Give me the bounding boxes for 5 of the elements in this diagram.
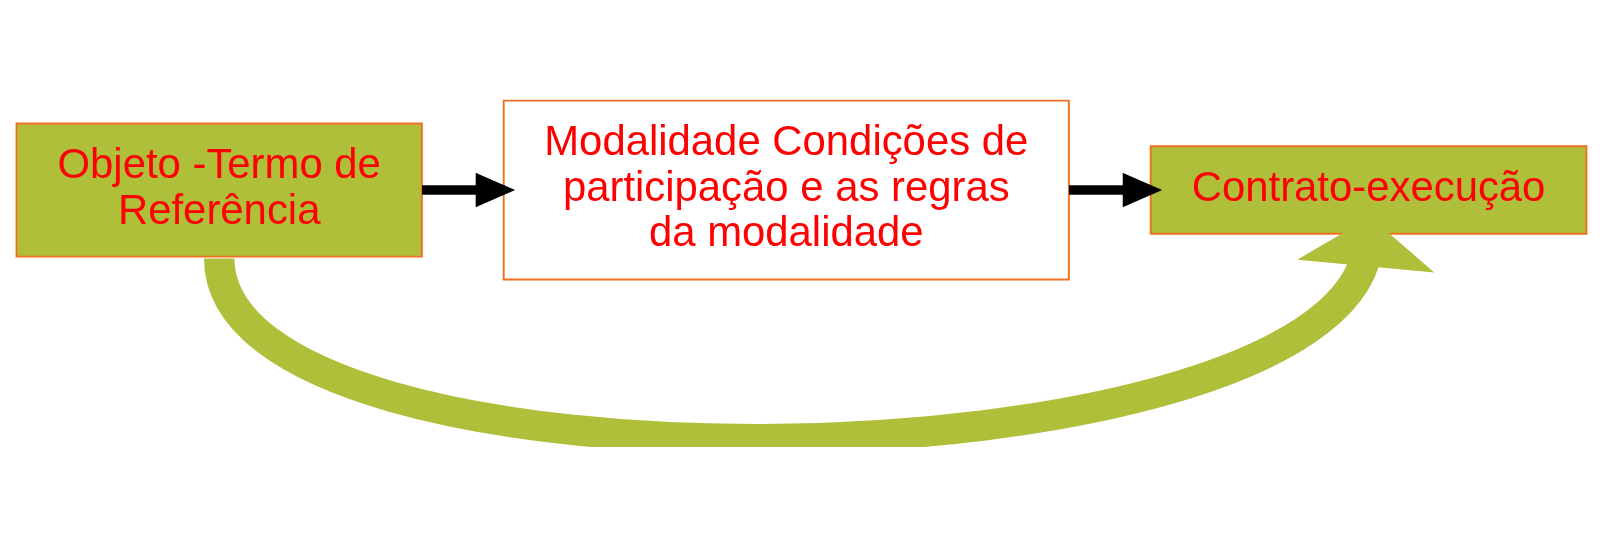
arrow — [1068, 172, 1163, 207]
arrow — [422, 172, 516, 207]
node-box: Modalidade Condições de participação e as regras da modalidade — [502, 99, 1070, 280]
node-box: Contrato-execução — [1149, 144, 1588, 235]
node-box: Objeto -Termo de Referência — [15, 122, 423, 258]
